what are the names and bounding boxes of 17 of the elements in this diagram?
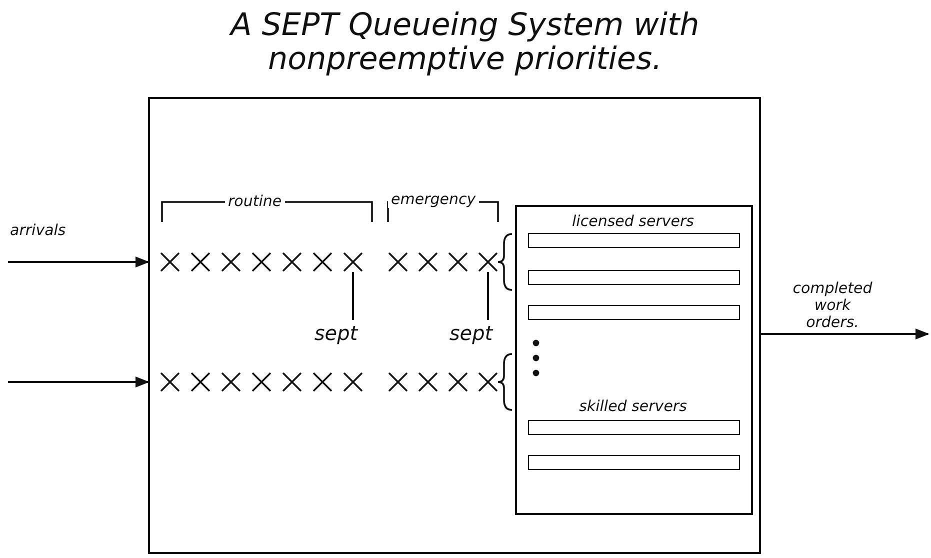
group-heading: skilled servers — [578, 397, 688, 415]
server-bar — [528, 455, 740, 470]
sept-label: sept — [310, 318, 362, 348]
title: A SEPT Queueing System with nonpreemptive priorities. — [230, 8, 700, 76]
sept-label: sept — [445, 318, 497, 348]
group-heading: licensed servers — [571, 212, 695, 230]
server-bar — [528, 270, 740, 285]
server-bar — [528, 305, 740, 320]
arrow — [8, 256, 150, 268]
customer-mark — [479, 253, 497, 271]
arrow — [8, 376, 150, 388]
server-panel — [515, 205, 753, 515]
server-bar — [528, 233, 740, 248]
customer-mark — [344, 253, 362, 271]
server-bar — [528, 420, 740, 435]
system-box — [148, 97, 761, 554]
arrow — [761, 328, 930, 340]
